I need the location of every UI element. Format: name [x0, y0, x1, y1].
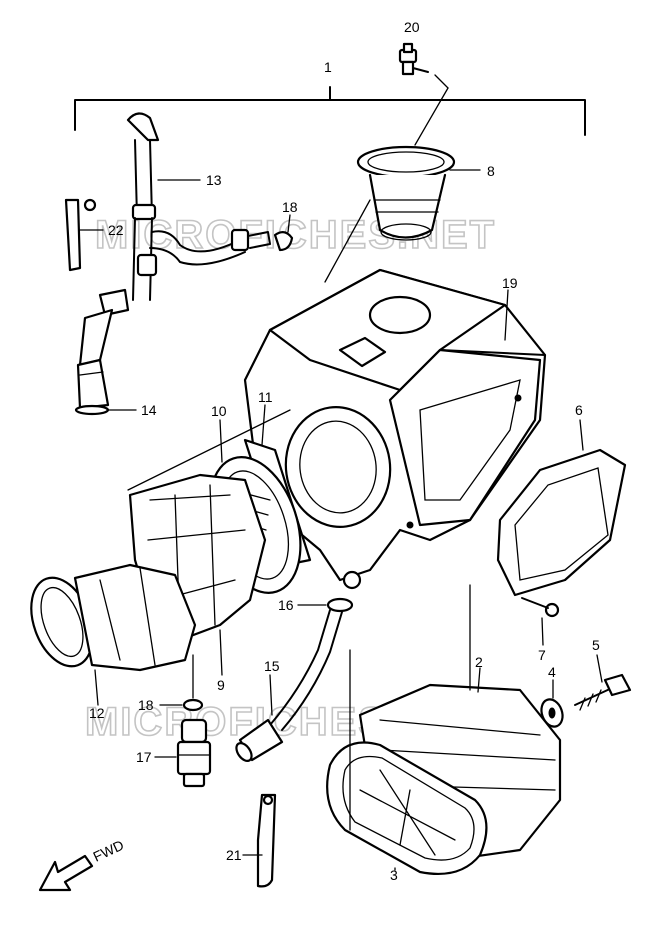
callout-1: 1	[324, 59, 332, 75]
bracket-clip-part-21	[256, 793, 277, 888]
leader-15	[269, 674, 273, 716]
leader-2	[477, 667, 481, 693]
callout-16: 16	[278, 597, 294, 613]
assembly-boundary-lines	[127, 409, 471, 831]
direction-label: FWD	[91, 837, 127, 865]
callout-21: 21	[226, 847, 242, 863]
callout-8: 8	[487, 163, 495, 179]
callout-10: 10	[211, 403, 227, 419]
cover-part-6	[496, 448, 627, 597]
leader-5	[596, 654, 603, 683]
clip-part-22	[64, 198, 97, 272]
callout-15: 15	[264, 658, 280, 674]
callout-19: 19	[502, 275, 518, 291]
wing-bolt-part-5	[574, 673, 632, 711]
leader-6	[579, 419, 584, 451]
callout-20: 20	[404, 19, 420, 35]
leader-20	[434, 74, 449, 89]
washer-part-4	[540, 698, 564, 728]
callout-9: 9	[217, 677, 225, 693]
callout-18-lower: 18	[138, 697, 154, 713]
inlet-tube-part-12	[30, 563, 197, 672]
clamp-part-18-top	[273, 231, 294, 252]
leader-10	[219, 419, 223, 463]
callout-5: 5	[592, 637, 600, 653]
clamp-part-16	[326, 570, 362, 613]
drain-hose-part-15	[235, 609, 343, 762]
callout-7: 7	[538, 647, 546, 663]
breather-hose-part-13	[126, 112, 271, 301]
drain-tube-part-14	[74, 288, 130, 416]
air-box-part-19	[243, 268, 547, 582]
leader-12	[94, 669, 99, 706]
callout-11: 11	[258, 389, 273, 405]
leader-11	[261, 404, 266, 446]
leader-1-to-box	[324, 199, 371, 283]
callout-4: 4	[548, 664, 556, 680]
leader-18-top	[287, 214, 291, 233]
callout-3: 3	[390, 867, 398, 883]
leader-7	[541, 617, 544, 646]
leader-20b	[414, 87, 449, 146]
callout-18-top: 18	[282, 199, 298, 215]
clamp-part-18-lower	[182, 698, 204, 712]
callout-2: 2	[475, 654, 483, 670]
bolt-part-20	[398, 42, 429, 76]
forward-arrow-icon	[38, 854, 94, 892]
screw-part-7	[521, 597, 560, 618]
leader-19	[504, 289, 509, 341]
callout-17: 17	[136, 749, 152, 765]
watermark-top: MICROFICHES.NET	[95, 213, 496, 257]
funnel-part-8	[356, 145, 456, 241]
callout-labels: 1 2 3 4 5 6 7 8 9 10 11 12 13 14 15 16 1…	[89, 19, 600, 883]
callout-13: 13	[206, 172, 222, 188]
filter-cage-part-3	[326, 741, 488, 876]
drain-plug-part-17	[176, 718, 212, 788]
leader-9	[219, 629, 223, 676]
callout-14: 14	[141, 402, 157, 418]
callout-22: 22	[108, 222, 124, 238]
callout-12: 12	[89, 705, 105, 721]
callout-6: 6	[575, 402, 583, 418]
